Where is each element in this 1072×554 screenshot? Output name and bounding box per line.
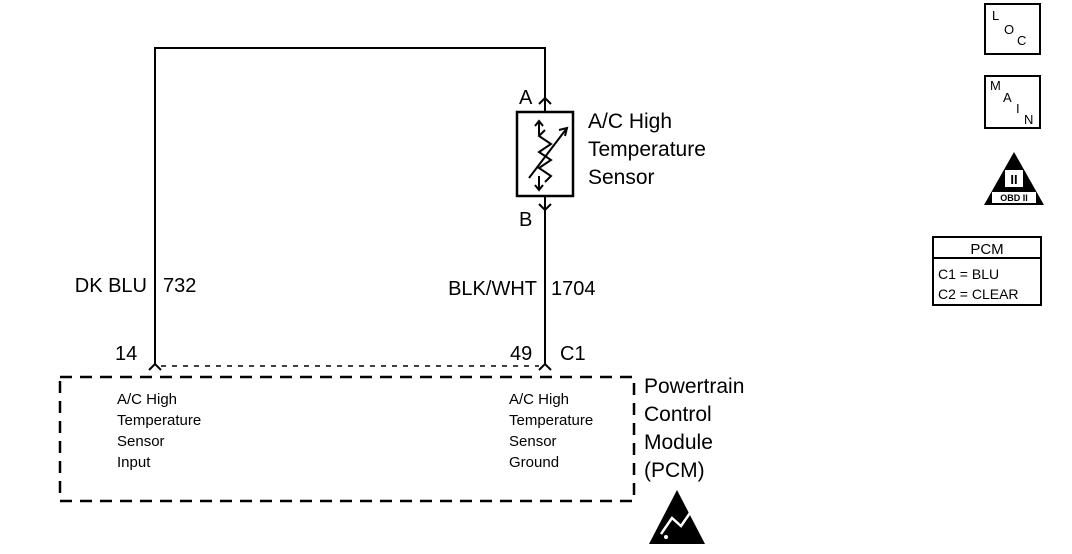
sensor-name-line1: A/C High [588,110,672,133]
svg-text:I: I [1016,101,1020,116]
svg-text:L: L [992,8,999,23]
connector-c1-label: C1 [560,343,586,365]
legend-c2: C2 = CLEAR [938,286,1019,302]
svg-text:N: N [1024,112,1033,127]
wire-dk-blu-732 [154,47,546,364]
pin-49-label: 49 [510,343,532,365]
esd-warning-icon [649,490,705,544]
wire-left-color: DK BLU [75,275,147,297]
svg-text:OBD II: OBD II [1000,193,1028,203]
terminal-b [538,196,552,212]
sensor-name-line3: Sensor [588,166,655,189]
legend-title: PCM [970,241,1003,258]
pcm-left-desc-4: Input [117,454,151,471]
pin-a-label: A [519,87,533,109]
sensor-name-line2: Temperature [588,138,706,161]
terminal-a [538,90,552,112]
svg-text:C: C [1017,33,1026,48]
svg-text:M: M [990,78,1001,93]
pin-14-label: 14 [115,343,137,365]
pcm-left-desc-1: A/C High [117,391,177,408]
wire-right-color: BLK/WHT [448,278,537,300]
module-name-line1: Powertrain [644,375,744,398]
pcm-left-desc-2: Temperature [117,412,201,429]
pcm-module-box [58,375,636,503]
pcm-right-desc-1: A/C High [509,391,569,408]
main-icon: M A I N [984,75,1041,129]
pin-b-label: B [519,209,532,231]
wire-right-circuit: 1704 [551,278,596,300]
obd-ii-icon: II OBD II [984,152,1044,205]
pcm-terminal-14 [148,362,162,371]
pcm-right-desc-4: Ground [509,454,559,471]
pcm-left-desc-3: Sensor [117,433,165,450]
module-name-line2: Control [644,403,712,426]
temperature-sensor [515,110,575,198]
svg-text:A: A [1003,90,1012,105]
module-name-line4: (PCM) [644,459,705,482]
pcm-right-desc-3: Sensor [509,433,557,450]
module-name-line3: Module [644,431,713,454]
legend-c1: C1 = BLU [938,266,999,282]
loc-icon: L O C [984,3,1041,55]
pcm-right-desc-2: Temperature [509,412,593,429]
svg-text:II: II [1010,172,1017,187]
svg-text:O: O [1004,22,1014,37]
wire-left-circuit: 732 [163,275,196,297]
connector-legend: PCM C1 = BLU C2 = CLEAR [932,236,1042,306]
pcm-terminal-49 [538,362,552,371]
